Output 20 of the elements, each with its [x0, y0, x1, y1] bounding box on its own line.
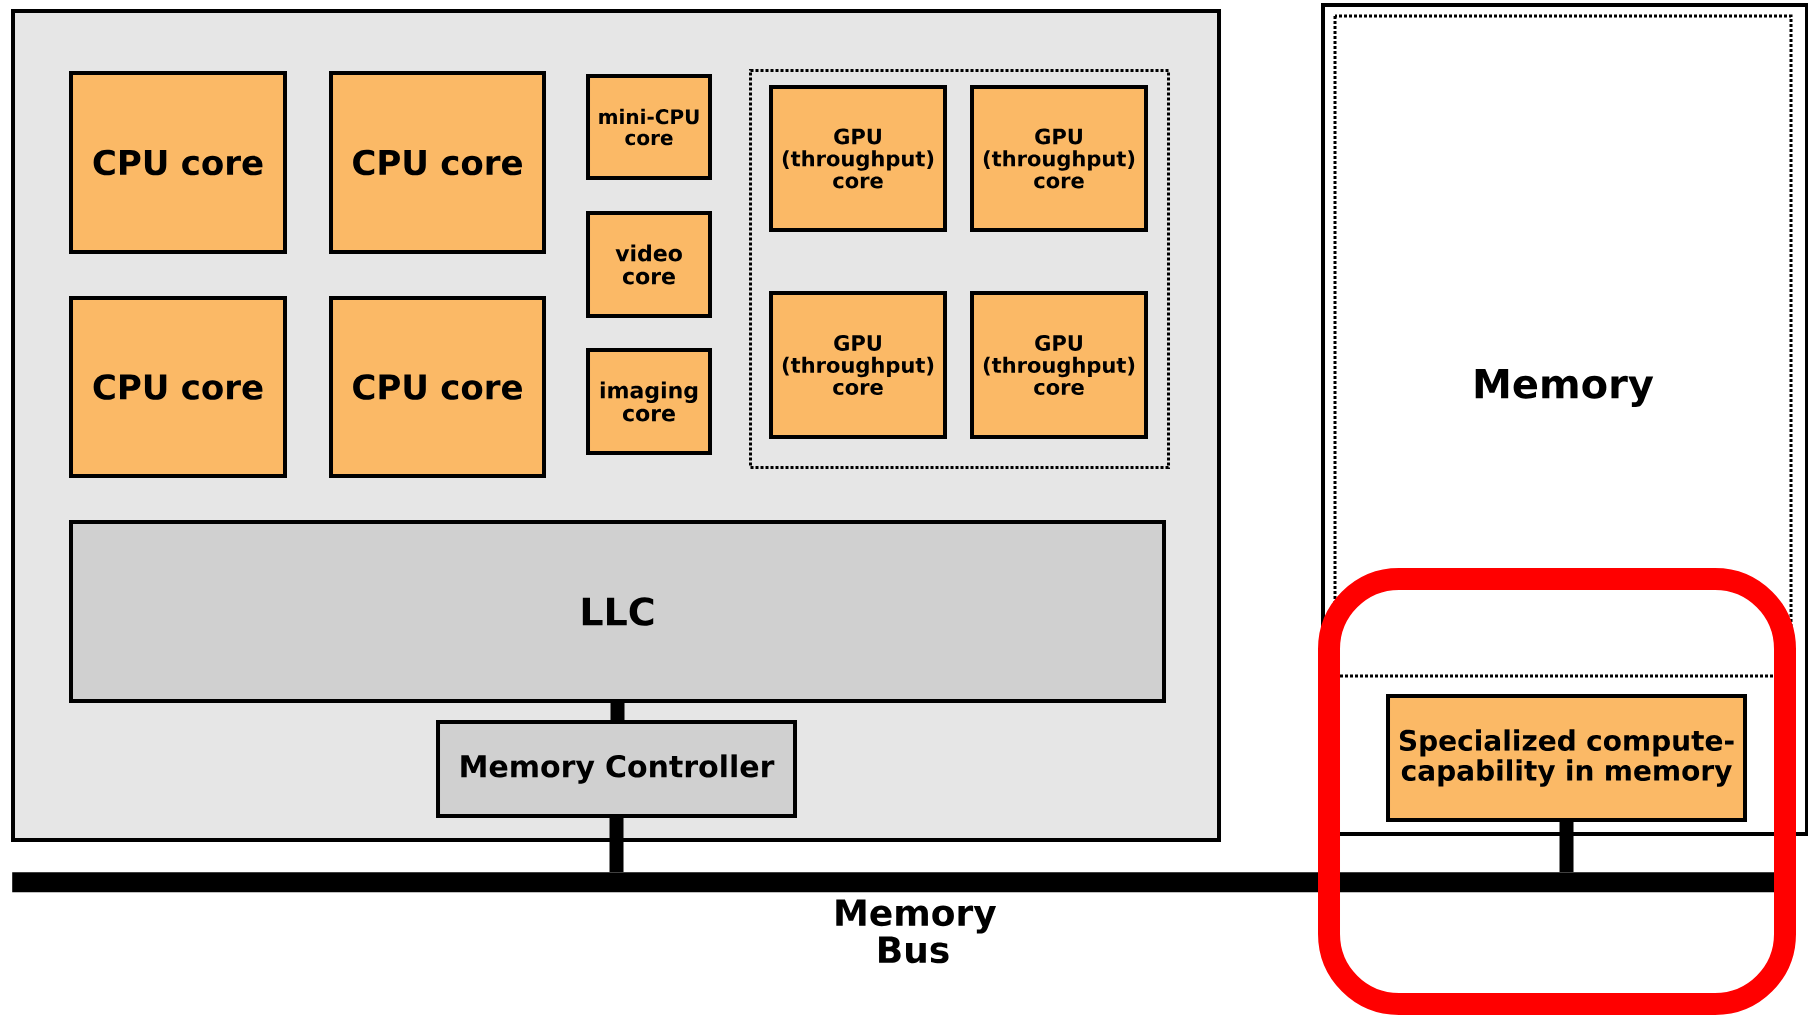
core-box: GPU (throughput) core: [970, 291, 1148, 439]
core-box: CPU core: [329, 71, 546, 254]
core-box: CPU core: [69, 71, 287, 254]
core-box: CPU core: [69, 296, 287, 478]
connector-line: [610, 703, 625, 720]
core-box: GPU (throughput) core: [970, 85, 1148, 232]
core-box: Specialized compute-capability in memory: [1386, 694, 1747, 822]
connector-line: [609, 818, 624, 872]
core-box: mini-CPU core: [586, 74, 712, 180]
memory-bus: Memory Bus: [12, 872, 1789, 964]
core-box: CPU core: [329, 296, 546, 478]
dotted-group-box: [749, 69, 1170, 469]
component-box: LLC: [69, 520, 1166, 703]
core-box: GPU (throughput) core: [769, 85, 947, 232]
connector-line: [1559, 822, 1574, 872]
component-box: Memory Controller: [436, 720, 797, 818]
core-box: video core: [586, 211, 712, 318]
core-box: imaging core: [586, 348, 712, 455]
core-box: GPU (throughput) core: [769, 291, 947, 439]
node-label: Memory Bus: [836, 899, 997, 964]
